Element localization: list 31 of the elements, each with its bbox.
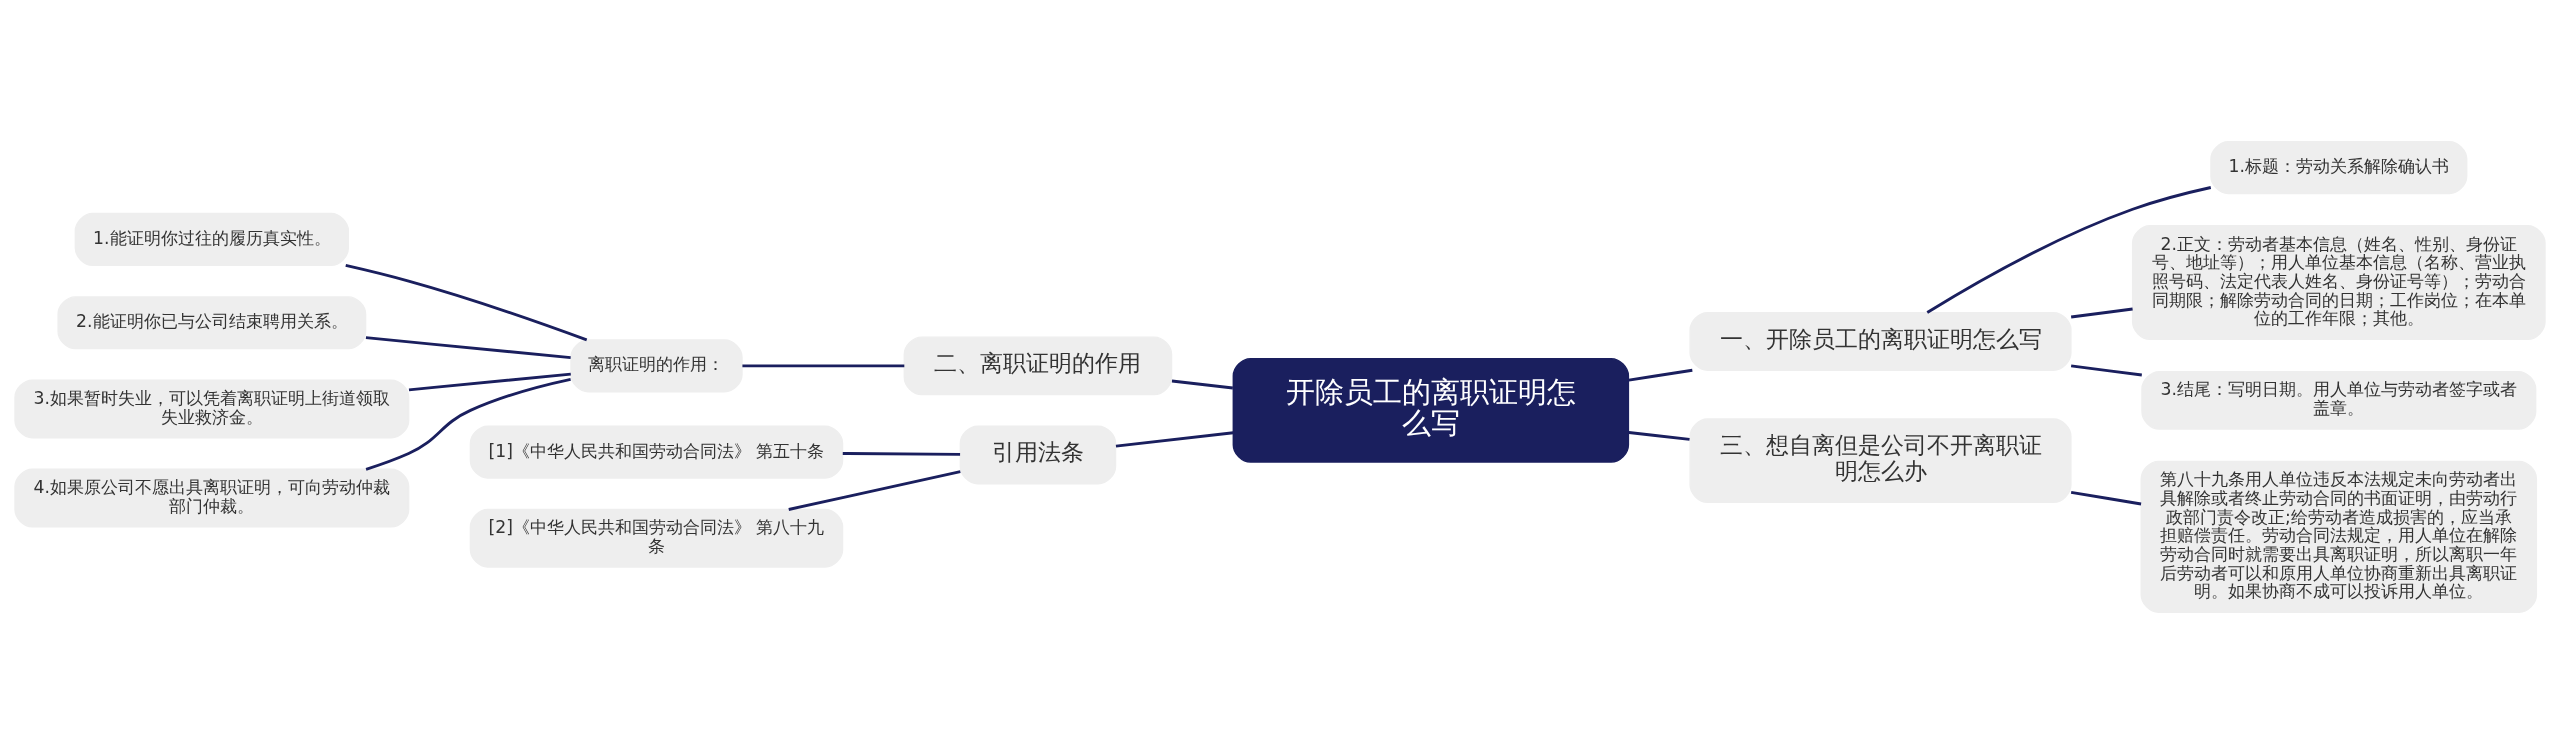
node-box: 引用法条 [959,425,1117,484]
connector [2070,364,2142,376]
node-box: 2.正文：劳动者基本信息（姓名、性别、身份证号、地址等）；用人单位基本信息（名称、营业执照号码、法定代表人姓名、身份证号等）；劳动合同期限；解除劳动合同的日期；工作岗位；在本单位的工作年限；其他。 [2131,224,2546,340]
connector [742,363,905,367]
node-box: 二、离职证明的作用 [903,335,1173,395]
connector [1926,185,2212,314]
node-box: 3.结尾：写明日期。用人单位与劳动者签字或者盖章。 [2141,370,2537,430]
connector [842,451,961,456]
node-box: 三、想自离但是公司不开离职证明怎么办 [1689,417,2072,503]
node-box: 3.如果暂时失业，可以凭着离职证明上街道领取失业救济金。 [14,379,410,438]
connector [1628,368,1693,381]
connector [408,372,571,391]
connector [1171,379,1233,389]
node-box: 1.标题：劳动关系解除确认书 [2210,140,2468,194]
connector [1628,430,1690,441]
connector [365,335,571,359]
node-box: 4.如果原公司不愿出具离职证明，可向劳动仲裁部门仲裁。 [14,468,410,527]
connector [2070,490,2142,505]
node-box: 离职证明的作用： [570,338,743,392]
connector [345,263,588,341]
node-box: [2]《中华人民共和国劳动合同法》 第八十九条 [469,508,844,568]
connector [2070,307,2133,318]
node-box: 开除员工的离职证明怎么写 [1232,357,1630,463]
connector [788,469,961,511]
node-box: 一、开除员工的离职证明怎么写 [1689,311,2072,371]
node-box: 第八十九条用人单位违反本法规定未向劳动者出具解除或者终止劳动合同的书面证明，由劳动行政部门责令改正;给劳动者造成损害的，应当承担赔偿责任。劳动合同法规定，用人单位在解除劳动合同时就需要出具离职证明，所以离职一年后劳动者可以和原用人单位协商重新出具离职证明。如果协商不成可以投诉用人单位。 [2140,460,2538,613]
node-box: [1]《中华人民共和国劳动合同法》 第五十条 [469,425,844,479]
node-box: 1.能证明你过往的履历真实性。 [74,212,350,266]
node-box: 2.能证明你已与公司结束聘用关系。 [57,295,367,349]
connector [1115,430,1234,448]
connector [365,377,571,471]
